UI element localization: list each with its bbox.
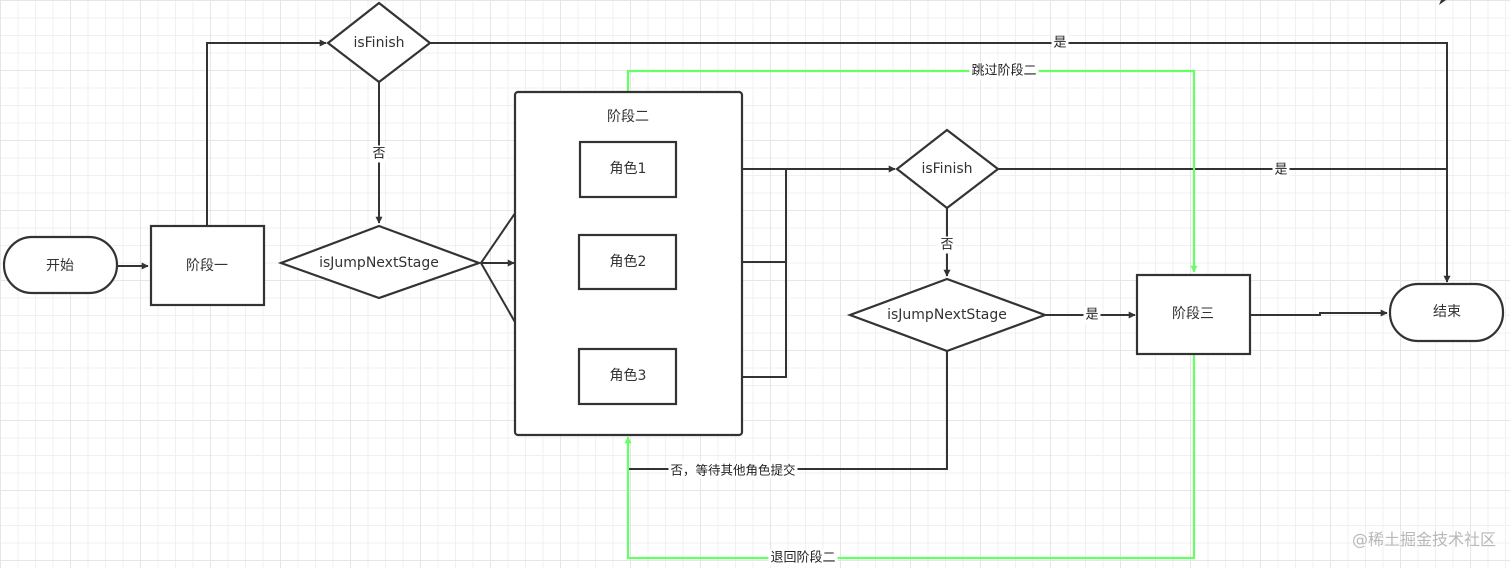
isfinish2-label: isFinish xyxy=(921,161,972,177)
isfinish2-decision[interactable]: isFinish xyxy=(895,128,1000,210)
isjump2-decision[interactable]: isJumpNextStage xyxy=(846,277,1049,353)
edge-stage3-to-end xyxy=(1250,309,1388,317)
finish2-no-text: 否 xyxy=(940,238,953,253)
label-skip-stage2: 跳过阶段二 xyxy=(969,62,1039,80)
stage3-node[interactable]: 阶段三 xyxy=(1135,273,1252,356)
isjump1-decision[interactable]: isJumpNextStage xyxy=(277,224,483,300)
role1-node[interactable]: 角色1 xyxy=(578,140,678,199)
isjump2-label: isJumpNextStage xyxy=(887,307,1007,323)
isfinish1-label: isFinish xyxy=(353,35,404,51)
stage2-label: 阶段二 xyxy=(607,109,649,125)
finish2-yes-text: 是 xyxy=(1274,163,1287,178)
jump2-no-wait-text: 否，等待其他角色提交 xyxy=(670,463,795,478)
start-label: 开始 xyxy=(46,258,74,274)
jump2-yes-text: 是 xyxy=(1085,308,1098,323)
label-jump2-no-wait: 否，等待其他角色提交 xyxy=(668,461,798,479)
watermark: @稀土掘金技术社区 xyxy=(1351,530,1496,549)
edge-stage1-to-isfinish1 xyxy=(206,42,326,226)
role2-node[interactable]: 角色2 xyxy=(577,233,678,291)
role3-label: 角色3 xyxy=(610,367,647,384)
label-jump2-yes: 是 xyxy=(1083,306,1101,324)
edge-isfinish1-yes xyxy=(430,42,1451,283)
edge-back-to-stage2 xyxy=(624,354,1196,560)
finish1-no-text: 否 xyxy=(372,147,385,162)
stage1-node[interactable]: 阶段一 xyxy=(149,224,266,307)
skip-stage2-text: 跳过阶段二 xyxy=(971,64,1036,79)
end-node[interactable]: 结束 xyxy=(1388,282,1505,343)
stage1-label: 阶段一 xyxy=(186,258,228,274)
back-to-stage2-text: 退回阶段二 xyxy=(770,551,835,566)
edge-skip-stage2 xyxy=(626,69,1198,273)
finish1-yes-text: 是 xyxy=(1053,36,1066,51)
label-finish2-no: 否 xyxy=(938,236,956,254)
isjump1-label: isJumpNextStage xyxy=(319,255,439,271)
label-finish1-no: 否 xyxy=(370,145,388,163)
role1-label: 角色1 xyxy=(610,160,647,177)
cropped-arrow-fragment xyxy=(1439,0,1446,5)
isfinish1-decision[interactable]: isFinish xyxy=(326,1,432,84)
stage3-label: 阶段三 xyxy=(1172,306,1214,322)
label-back-to-stage2: 退回阶段二 xyxy=(768,549,838,567)
role3-node[interactable]: 角色3 xyxy=(577,347,678,406)
end-label: 结束 xyxy=(1433,304,1461,320)
label-finish2-yes: 是 xyxy=(1272,161,1290,179)
start-node[interactable]: 开始 xyxy=(2,235,119,295)
label-finish1-yes: 是 xyxy=(1051,34,1069,52)
role2-label: 角色2 xyxy=(610,253,647,270)
